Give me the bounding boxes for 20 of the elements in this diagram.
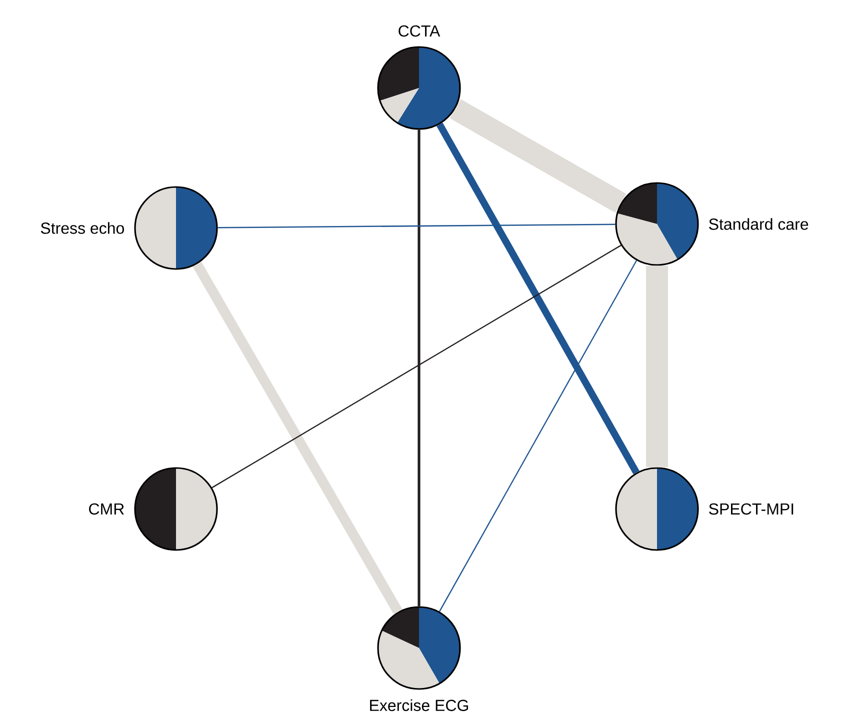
node-label: SPECT-MPI xyxy=(709,503,794,515)
connector-line xyxy=(192,262,402,614)
pie-chart: CCTA xyxy=(377,25,461,130)
connector-line xyxy=(418,130,420,606)
connector-line xyxy=(218,224,616,228)
node-label: Stress echo xyxy=(40,222,124,234)
node-label: Exercise ECG xyxy=(370,699,468,712)
connector-line xyxy=(436,122,640,474)
pie-chart: Stress echo xyxy=(40,186,218,270)
connector-line xyxy=(438,260,638,612)
connector-line xyxy=(450,99,626,213)
node-label: CCTA xyxy=(398,25,440,37)
connector-line xyxy=(212,244,622,488)
pie-chart: SPECT-MPI xyxy=(615,467,794,551)
pie-chart: Standard care xyxy=(615,182,808,266)
node-label: Standard care xyxy=(709,218,808,230)
node-label: CMR xyxy=(89,503,124,515)
pie-chart: CMR xyxy=(89,467,218,551)
pie-chart: Exercise ECG xyxy=(370,606,468,712)
connector-line xyxy=(646,266,668,468)
